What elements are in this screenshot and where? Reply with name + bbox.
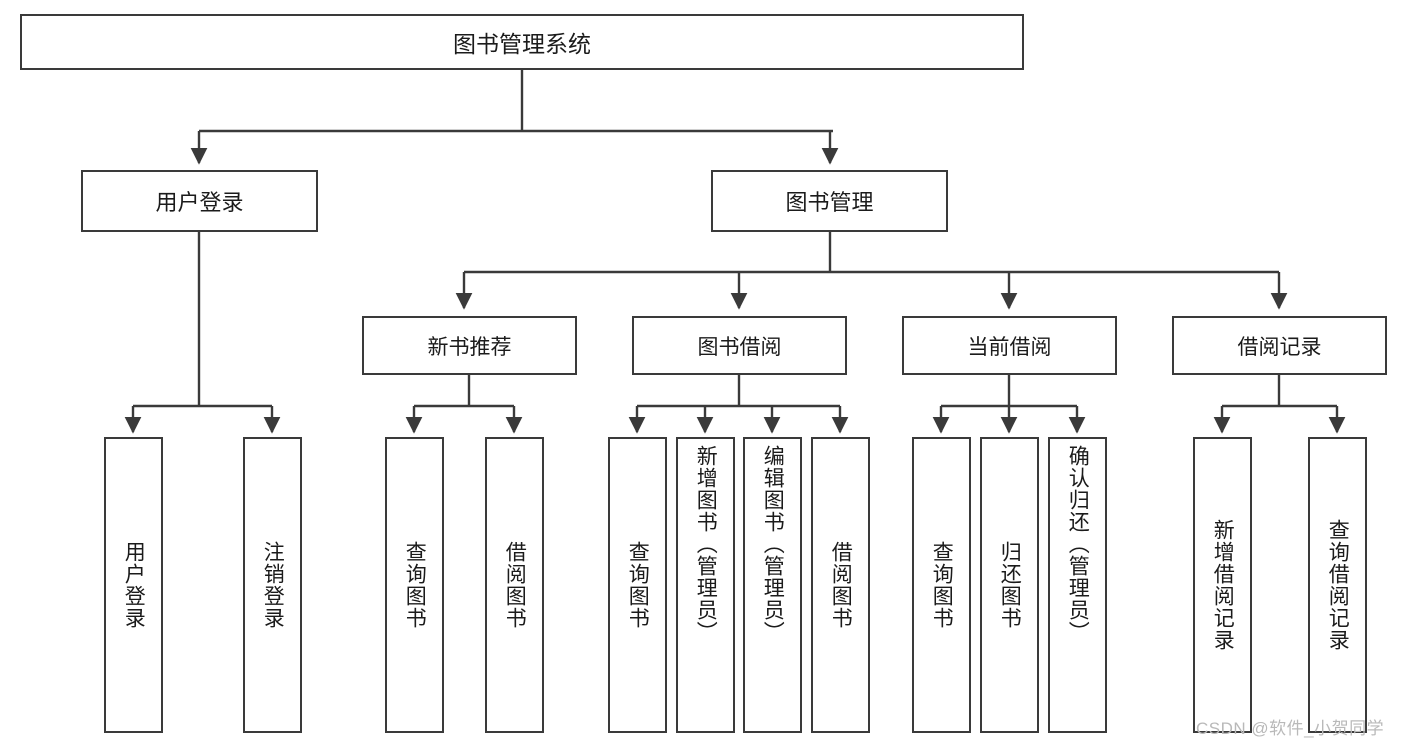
node-label: 查询图书: [930, 541, 954, 629]
node-label: 新增图书（管理员）: [694, 445, 718, 643]
node-label: 查询借阅记录: [1326, 519, 1350, 651]
node-label: 当前借阅: [967, 335, 1052, 359]
node-current-borrow[interactable]: 当前借阅: [902, 316, 1117, 375]
leaf-record-add-record[interactable]: 新增借阅记录: [1193, 437, 1252, 733]
node-label: 编辑图书（管理员）: [761, 445, 785, 643]
leaf-borrow-query-book[interactable]: 查询图书: [608, 437, 667, 733]
node-book-borrow[interactable]: 图书借阅: [632, 316, 847, 375]
csdn-watermark: CSDN @软件_小贺同学: [1196, 719, 1385, 738]
node-label: 用户登录: [155, 190, 244, 215]
leaf-current-confirm-return-admin[interactable]: 确认归还（管理员）: [1048, 437, 1107, 733]
node-label: 查询图书: [403, 541, 427, 629]
node-user-login[interactable]: 用户登录: [81, 170, 318, 232]
leaf-user-login-signout[interactable]: 注销登录: [243, 437, 302, 733]
node-label: 借阅记录: [1237, 335, 1322, 359]
node-label: 新书推荐: [427, 335, 512, 359]
node-label: 借阅图书: [829, 541, 853, 629]
node-root-system[interactable]: 图书管理系统: [20, 14, 1024, 70]
node-book-management[interactable]: 图书管理: [711, 170, 948, 232]
leaf-borrow-add-book-admin[interactable]: 新增图书（管理员）: [676, 437, 735, 733]
node-label: 用户登录: [122, 541, 146, 629]
node-label: 图书借阅: [697, 335, 782, 359]
node-label: 确认归还（管理员）: [1066, 445, 1090, 643]
node-label: 注销登录: [261, 541, 285, 629]
leaf-current-query-book[interactable]: 查询图书: [912, 437, 971, 733]
leaf-recommend-query-book[interactable]: 查询图书: [385, 437, 444, 733]
leaf-borrow-edit-book-admin[interactable]: 编辑图书（管理员）: [743, 437, 802, 733]
leaf-borrow-borrow-book[interactable]: 借阅图书: [811, 437, 870, 733]
node-label: 图书管理: [785, 190, 874, 215]
node-label: 借阅图书: [503, 541, 527, 629]
node-label: 新增借阅记录: [1211, 519, 1235, 651]
node-borrow-record[interactable]: 借阅记录: [1172, 316, 1387, 375]
leaf-record-query-record[interactable]: 查询借阅记录: [1308, 437, 1367, 733]
node-new-book-recommend[interactable]: 新书推荐: [362, 316, 577, 375]
node-label: 归还图书: [998, 541, 1022, 629]
leaf-current-return-book[interactable]: 归还图书: [980, 437, 1039, 733]
node-label: 图书管理系统: [453, 31, 591, 57]
leaf-recommend-borrow-book[interactable]: 借阅图书: [485, 437, 544, 733]
leaf-user-login-signin[interactable]: 用户登录: [104, 437, 163, 733]
node-label: 查询图书: [626, 541, 650, 629]
